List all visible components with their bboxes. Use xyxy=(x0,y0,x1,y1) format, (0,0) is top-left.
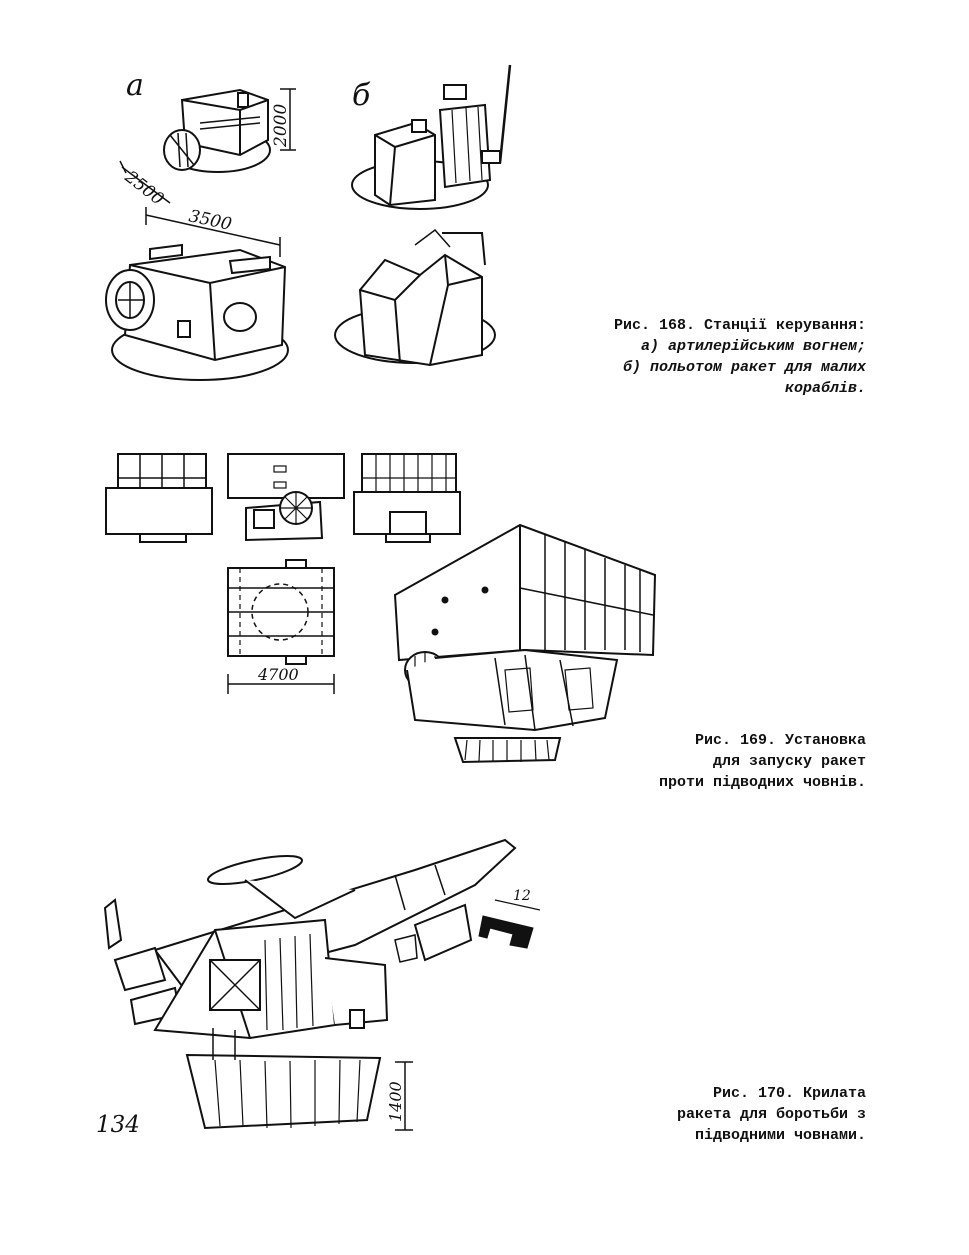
fig169-rear-view-drawing xyxy=(353,453,461,543)
fig169-launcher-drawing xyxy=(393,523,657,764)
fig170-caption-line-2: ракета для боротьби з xyxy=(676,1106,866,1123)
fig168b-bottom-station-drawing xyxy=(334,228,496,367)
fig168-caption-title: Рис. 168. Станції керування: xyxy=(613,317,866,334)
figure-169-launcher-perspective xyxy=(385,520,665,780)
fig168-dim-height: 2000 xyxy=(271,104,291,148)
fig169-caption-title: Рис. 169. Установка xyxy=(694,732,866,749)
fig168a-bottom-station-drawing xyxy=(105,207,289,381)
fig170-caption-title: Рис. 170. Крилата xyxy=(712,1085,866,1102)
fig168-dim-length: 3500 xyxy=(187,206,234,235)
fig169-side-view-drawing xyxy=(227,453,345,542)
fig169-plan-view-drawing xyxy=(227,559,335,694)
fig170-dim-detail: 12 xyxy=(513,888,531,904)
figure-168-caption: Рис. 168. Станції керування: а) артилері… xyxy=(614,315,866,399)
figure-170-caption: Рис. 170. Крилата ракета для боротьби з … xyxy=(677,1083,866,1146)
fig168a-top-station-drawing xyxy=(119,88,296,204)
fig169-front-view-drawing xyxy=(105,453,213,543)
fig169-caption-line-3: проти підводних човнів. xyxy=(658,774,866,791)
fig170-caption-line-3: підводними човнами. xyxy=(694,1127,866,1144)
figure-169-launcher-orthographic: 4700 xyxy=(100,448,470,698)
fig168-caption-line-a: а) артилерійським вогнем; xyxy=(640,338,866,355)
fig168-caption-line-b: б) польотом ракет для малих xyxy=(622,359,866,376)
fig168-caption-line-c: кораблів. xyxy=(784,380,866,397)
fig168b-top-station-drawing xyxy=(351,64,512,210)
fig169-dim-length: 4700 xyxy=(257,665,299,684)
figure-168-control-stations: а б 2000 2500 xyxy=(90,55,520,405)
figure-170-winged-missile: 1400 12 xyxy=(95,830,565,1140)
figure-169-caption: Рис. 169. Установка для запуску ракет пр… xyxy=(659,730,866,793)
fig169-caption-line-2: для запуску ракет xyxy=(712,753,866,770)
page-number: 134 xyxy=(96,1112,140,1138)
fig168-dim-width: 2500 xyxy=(120,167,167,210)
fig170-dim-height: 1400 xyxy=(386,1081,405,1122)
fig168-label-a: а xyxy=(126,68,144,103)
fig170-missile-drawing xyxy=(103,838,541,1131)
fig168-label-b: б xyxy=(352,78,371,113)
